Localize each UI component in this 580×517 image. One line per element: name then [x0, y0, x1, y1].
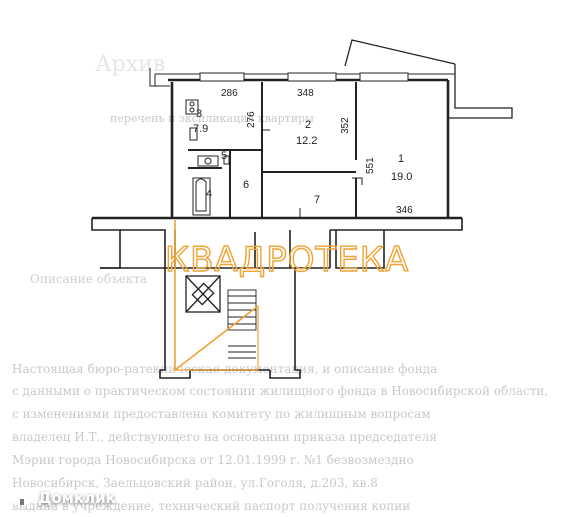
dimension-room2-width: 348: [297, 88, 314, 99]
watermark: КВАДРОТЕКА: [164, 220, 409, 372]
interior-walls: [188, 82, 357, 218]
dimension-room2-depth: 352: [340, 117, 351, 134]
elevator-shaft: [185, 275, 221, 313]
watermark-text: КВАДРОТЕКА: [165, 240, 409, 280]
room-6-number: 6: [243, 179, 249, 191]
dimension-room3-depth: 276: [246, 111, 257, 128]
room-2-area: 12.2: [296, 135, 317, 147]
kitchen-fixtures: [185, 99, 199, 141]
room-1-area: 19.0: [391, 171, 412, 183]
windows: [199, 72, 409, 82]
bathroom-fixtures: [192, 155, 230, 216]
brand-logo: Домклик: [12, 489, 116, 507]
door-openings: [262, 129, 363, 218]
dimension-room1-depth: 551: [365, 157, 376, 174]
room-7-number: 7: [314, 194, 320, 206]
house-icon: [14, 491, 30, 505]
room-1-number: 1: [398, 153, 404, 165]
room-5-number: 5: [221, 150, 227, 162]
dimension-room3-width: 286: [221, 88, 238, 99]
room-3-number: 3: [196, 108, 202, 120]
room-2-number: 2: [305, 119, 311, 131]
room-3-area: 7.9: [193, 123, 208, 135]
brand-name: Домклик: [38, 489, 116, 507]
stair-steps: [227, 289, 257, 359]
room-4-number: 4: [206, 188, 212, 200]
dimension-room1-width: 346: [396, 205, 413, 216]
apartment-walls: [92, 78, 462, 220]
